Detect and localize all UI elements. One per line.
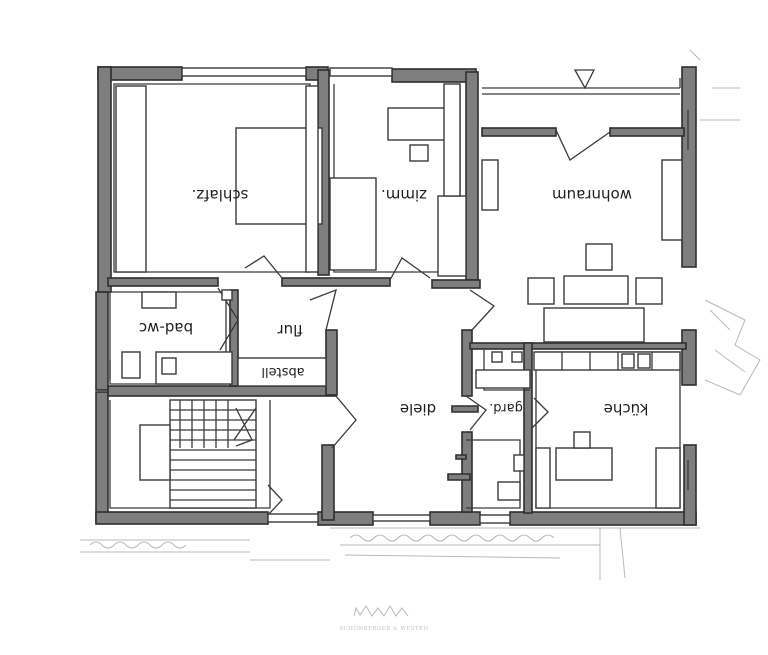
label-wohnraum: wohnraum <box>552 186 632 204</box>
watermark: SCHÖNBERGER & WESTEN <box>339 605 428 632</box>
cloakroom-fixtures <box>447 369 531 501</box>
living-room-furniture <box>481 159 683 343</box>
watermark-text: SCHÖNBERGER & WESTEN <box>339 625 428 632</box>
label-abstell: abstell <box>261 364 304 379</box>
label-flur: flur <box>277 321 303 339</box>
label-schlafzimmer: schlafz. <box>192 186 249 204</box>
label-garderobe: gard. <box>489 400 523 415</box>
staircase <box>139 399 257 509</box>
label-bad-wc: bad-wc <box>139 319 193 337</box>
bedroom-furniture <box>115 85 323 273</box>
windows <box>109 67 689 524</box>
storage-detail <box>237 357 327 387</box>
interior-walls <box>107 69 687 521</box>
room-labels: schlafz. zimm. wohnraum bad-wc flur abst… <box>139 186 648 418</box>
doors <box>217 69 611 516</box>
kitchen-fixtures <box>491 351 681 509</box>
exterior-walls <box>95 66 697 526</box>
label-zimmer: zimm. <box>381 186 427 204</box>
room-furniture <box>329 83 467 277</box>
label-diele: diele <box>400 400 436 418</box>
label-kueche: küche <box>604 400 649 418</box>
site-sketch <box>80 49 761 580</box>
bathroom-fixtures <box>121 289 233 385</box>
